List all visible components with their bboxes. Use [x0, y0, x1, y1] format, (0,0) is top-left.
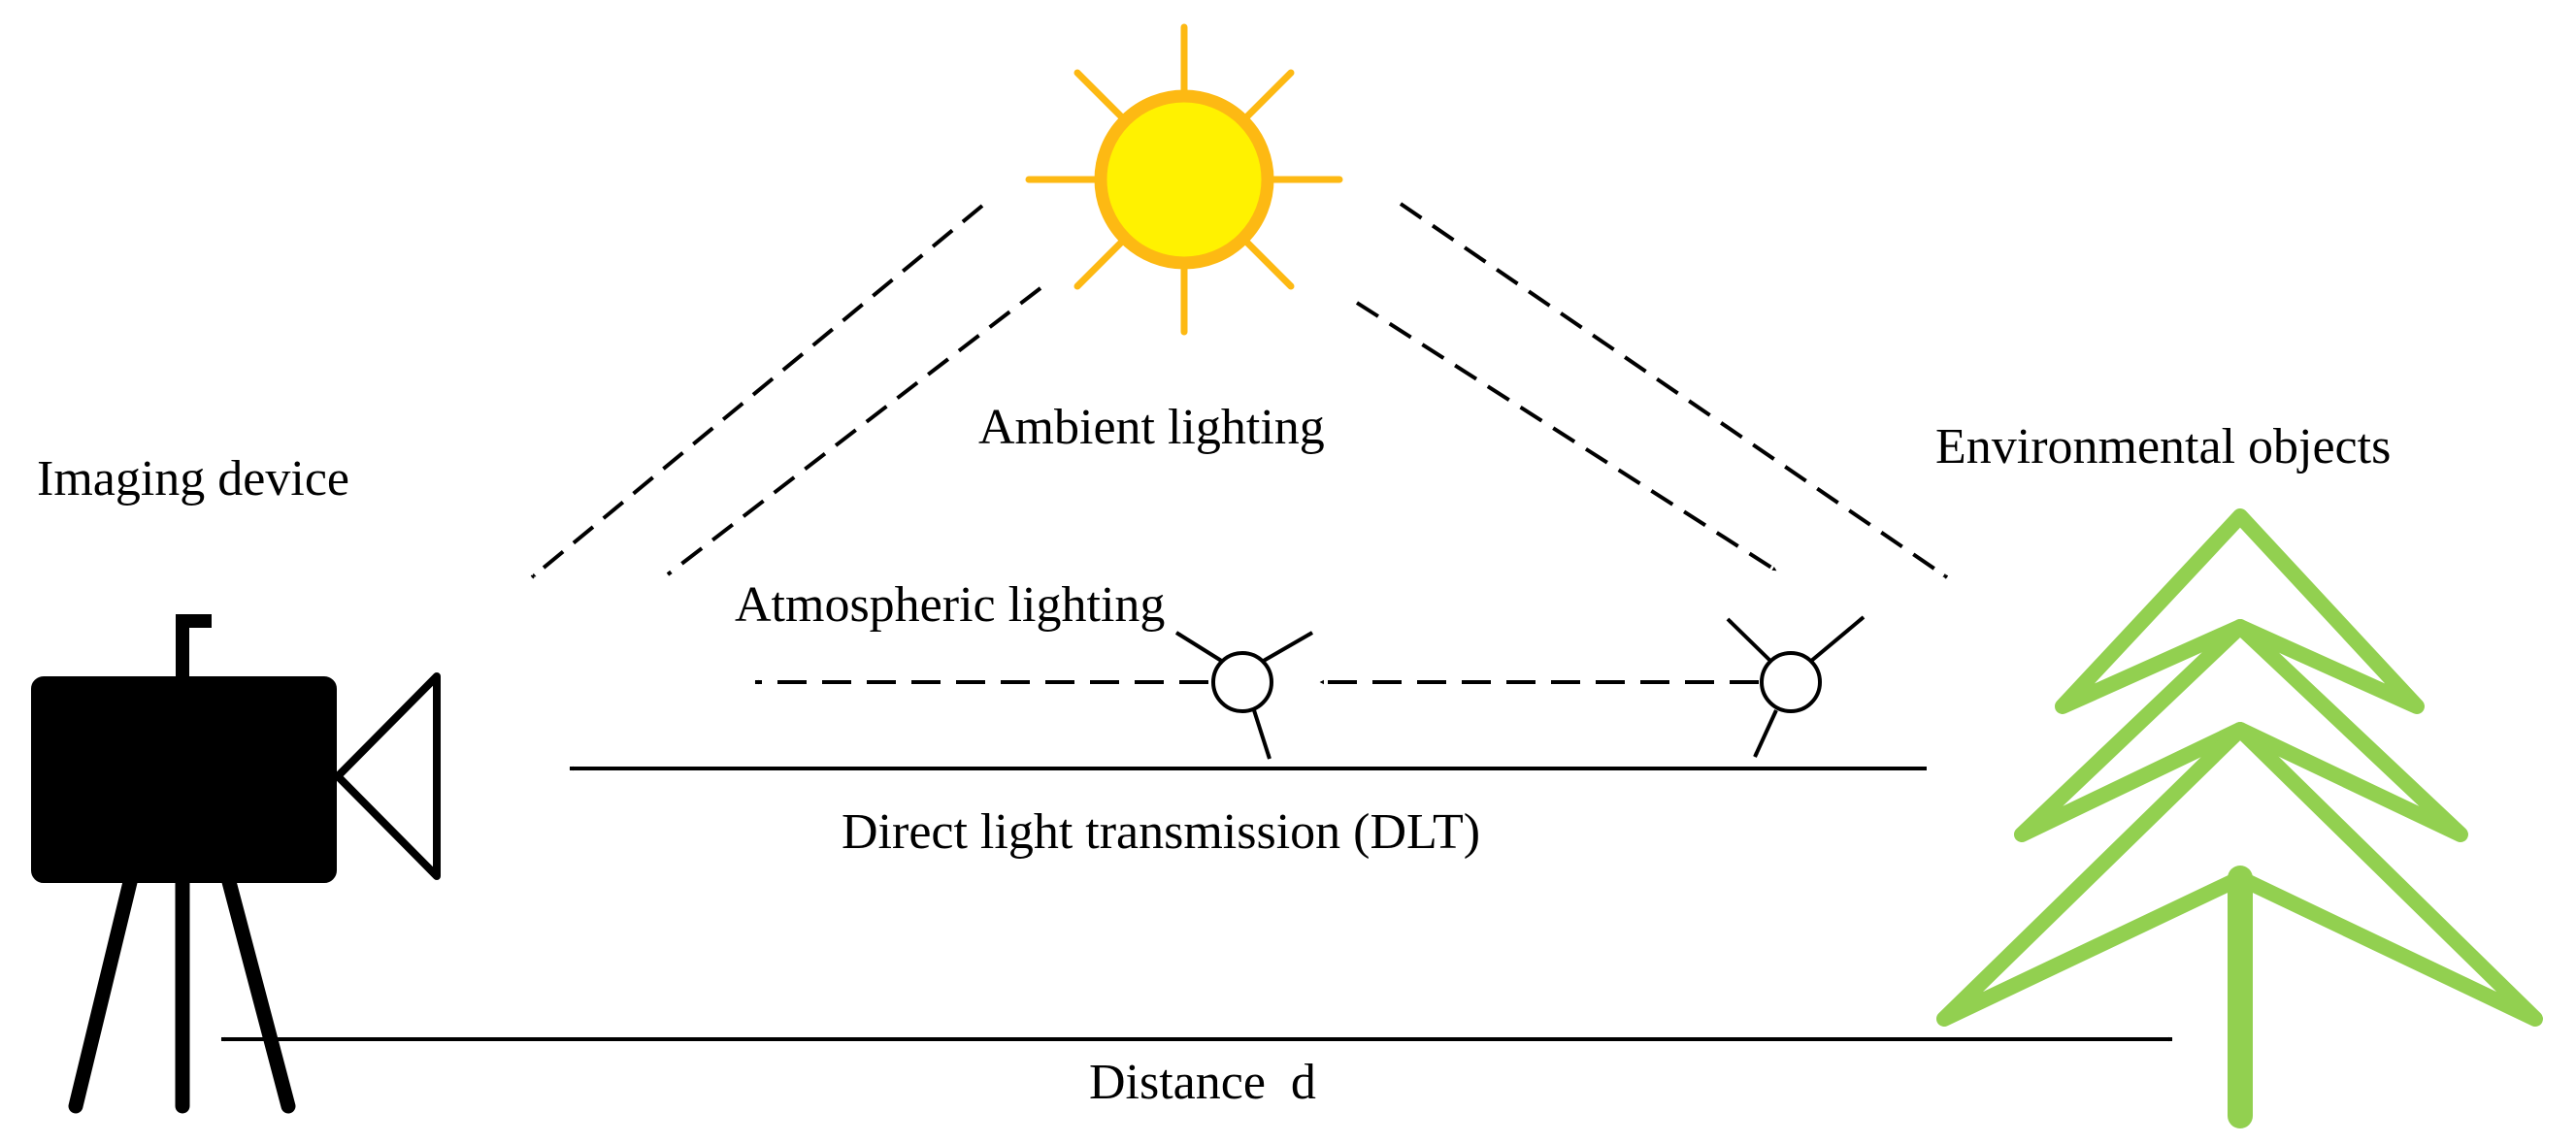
scattering-particle-right [1760, 651, 1822, 713]
scattering-particle-left [1211, 651, 1273, 713]
ambient-ray-2 [666, 286, 1042, 576]
sun-icon [1025, 23, 1343, 336]
ambient-lighting-label: Ambient lighting [978, 400, 1325, 455]
scattering-particle-icon [1174, 615, 1866, 760]
ambient-rays [530, 202, 1949, 579]
ambient-ray-3 [1355, 301, 1778, 572]
imaging-device-label: Imaging device [37, 451, 349, 507]
dlt-label: Direct light transmission (DLT) [842, 804, 1480, 860]
ambient-ray-1 [530, 204, 984, 579]
tree-icon [1936, 508, 2543, 1128]
camera-icon [31, 614, 441, 1114]
distance-label: Distance d [1089, 1055, 1316, 1110]
atmospheric-lighting-label: Atmospheric lighting [735, 577, 1165, 633]
environmental-objects-label: Environmental objects [1935, 419, 2391, 474]
ambient-ray-4 [1399, 202, 1949, 579]
